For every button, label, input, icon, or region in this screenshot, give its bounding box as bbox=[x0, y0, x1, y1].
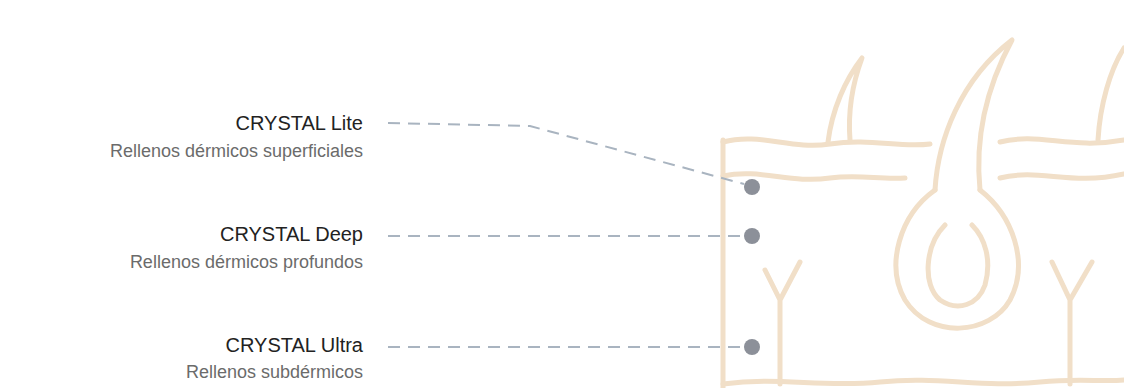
depth-dot bbox=[744, 228, 760, 244]
product-description: Rellenos dérmicos superficiales bbox=[110, 141, 363, 163]
product-description: Rellenos subdérmicos bbox=[186, 362, 363, 384]
subdermis-line bbox=[723, 380, 1124, 384]
follicle-outer bbox=[896, 190, 1018, 328]
leader-line bbox=[388, 235, 744, 237]
leader-line bbox=[388, 123, 744, 184]
product-name: CRYSTAL Ultra bbox=[226, 333, 363, 357]
hair-shaft bbox=[935, 40, 1012, 190]
vessel-left bbox=[765, 262, 800, 384]
hair-right bbox=[1098, 48, 1124, 140]
vessel-right bbox=[1052, 262, 1092, 384]
leader-lines bbox=[388, 123, 744, 347]
epidermis-bottom bbox=[723, 174, 1124, 180]
leader-line bbox=[388, 346, 744, 348]
product-name: CRYSTAL Deep bbox=[220, 222, 363, 246]
depth-dots bbox=[744, 179, 760, 355]
follicle-inner bbox=[928, 225, 988, 306]
depth-dot bbox=[744, 179, 760, 195]
depth-dot bbox=[744, 339, 760, 355]
skin-layers bbox=[723, 40, 1124, 388]
epidermis-top bbox=[723, 139, 1124, 145]
product-name: CRYSTAL Lite bbox=[236, 111, 363, 135]
product-description: Rellenos dérmicos profundos bbox=[130, 252, 363, 274]
hair-left bbox=[828, 58, 862, 142]
